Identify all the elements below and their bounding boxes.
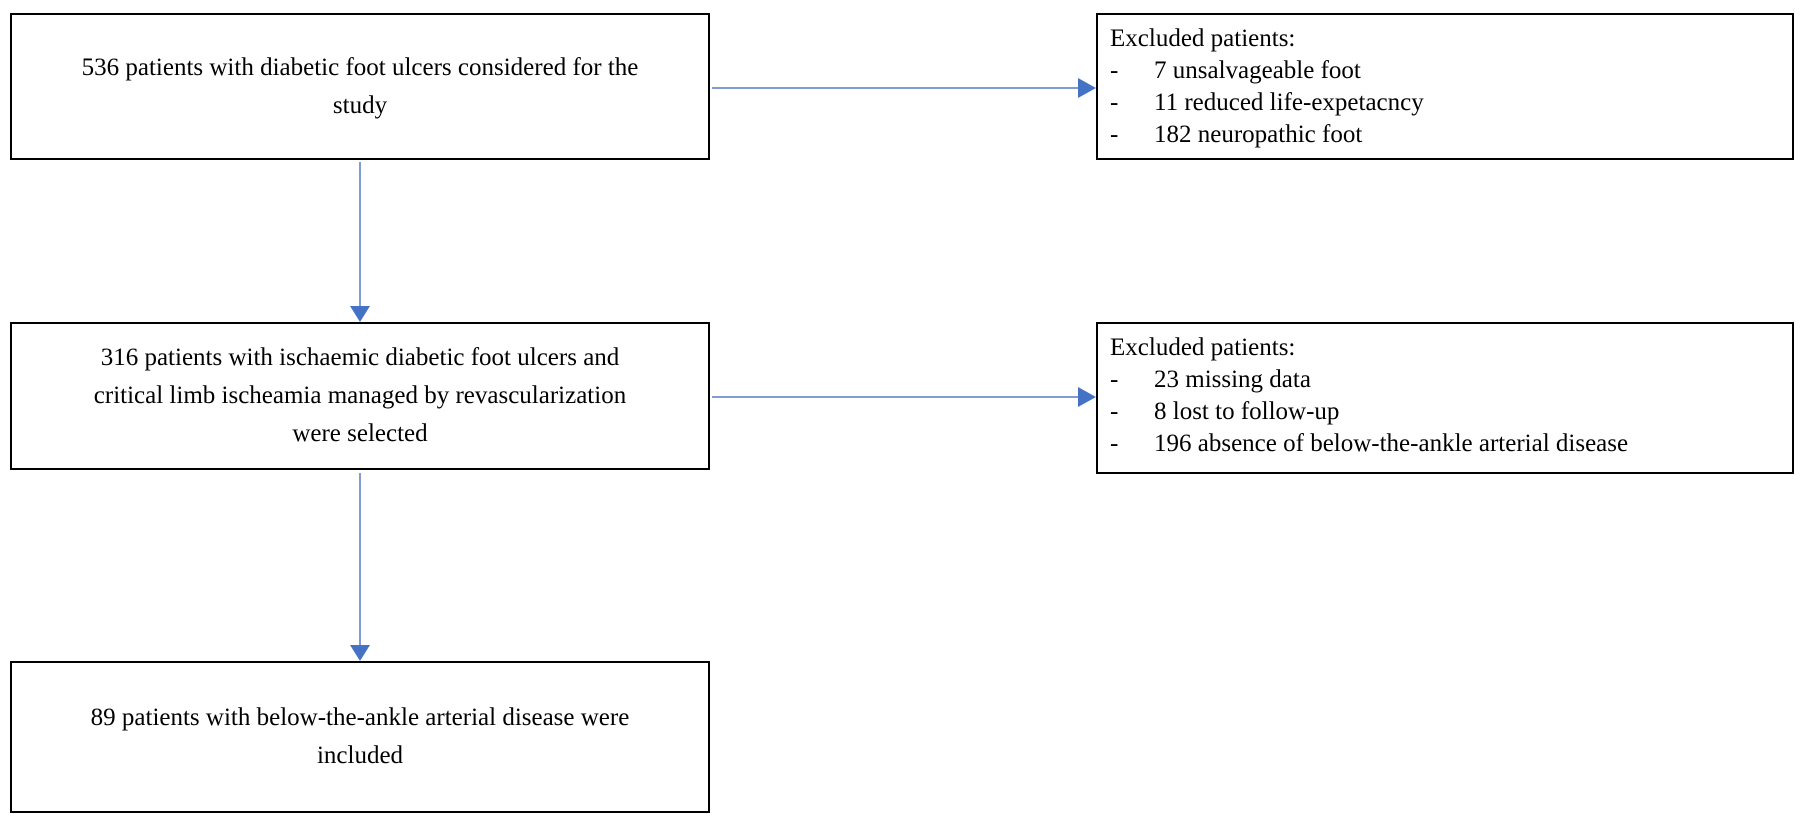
excluded-box-2-item-text: 196 absence of below-the-ankle arterial …: [1154, 430, 1629, 457]
arrow-selected-to-excluded2-line: [712, 396, 1078, 398]
arrow-considered-to-excluded1-line: [712, 87, 1078, 89]
excluded-box-2-item-text: 8 lost to follow-up: [1154, 398, 1340, 425]
excluded-box-1-item: - 182 neuropathic foot: [1110, 119, 1782, 151]
flow-box-considered-line-2: study: [332, 91, 388, 119]
hyphen-bullet: -: [1110, 57, 1119, 84]
flow-box-included-line-2: included: [316, 742, 404, 769]
hyphen-bullet: -: [1110, 366, 1119, 393]
excluded-box-2: Excluded patients: - 23 missing data - 8…: [1096, 322, 1794, 474]
flow-box-considered-line-1: 536 patients with diabetic foot ulcers c…: [81, 53, 639, 81]
flow-box-selected-line-2: critical limb ischeamia managed by revas…: [93, 382, 627, 409]
arrow-considered-to-selected-head-icon: [350, 306, 370, 322]
excluded-box-1-item-text: 11 reduced life-expetacncy: [1154, 89, 1424, 116]
hyphen-bullet: -: [1110, 430, 1119, 457]
excluded-box-1-item: - 11 reduced life-expetacncy: [1110, 87, 1782, 119]
flow-box-selected-line-1: 316 patients with ischaemic diabetic foo…: [100, 344, 620, 371]
flow-box-selected-line-3: were selected: [292, 420, 428, 447]
arrow-selected-to-included-line: [359, 473, 361, 646]
excluded-box-1-item: - 7 unsalvageable foot: [1110, 55, 1782, 87]
flow-box-included-line-1: 89 patients with below-the-ankle arteria…: [90, 704, 630, 731]
excluded-box-1-item-text: 182 neuropathic foot: [1154, 121, 1363, 148]
excluded-box-2-item-text: 23 missing data: [1154, 366, 1311, 393]
excluded-box-1-item-text: 7 unsalvageable foot: [1154, 57, 1361, 84]
hyphen-bullet: -: [1110, 121, 1119, 148]
excluded-box-1: Excluded patients: - 7 unsalvageable foo…: [1096, 13, 1794, 160]
excluded-box-2-item: - 23 missing data: [1110, 364, 1782, 396]
excluded-box-1-header: Excluded patients:: [1110, 25, 1296, 52]
flow-box-selected: 316 patients with ischaemic diabetic foo…: [10, 322, 710, 470]
excluded-box-2-item: - 196 absence of below-the-ankle arteria…: [1110, 428, 1782, 460]
arrow-selected-to-excluded2-head-icon: [1078, 387, 1096, 407]
hyphen-bullet: -: [1110, 398, 1119, 425]
flow-box-included: 89 patients with below-the-ankle arteria…: [10, 661, 710, 813]
excluded-box-2-item: - 8 lost to follow-up: [1110, 396, 1782, 428]
excluded-box-2-header: Excluded patients:: [1110, 334, 1296, 361]
arrow-considered-to-excluded1-head-icon: [1078, 78, 1096, 98]
flow-box-considered: 536 patients with diabetic foot ulcers c…: [10, 13, 710, 160]
hyphen-bullet: -: [1110, 89, 1119, 116]
arrow-selected-to-included-head-icon: [350, 645, 370, 661]
arrow-considered-to-selected-line: [359, 162, 361, 308]
